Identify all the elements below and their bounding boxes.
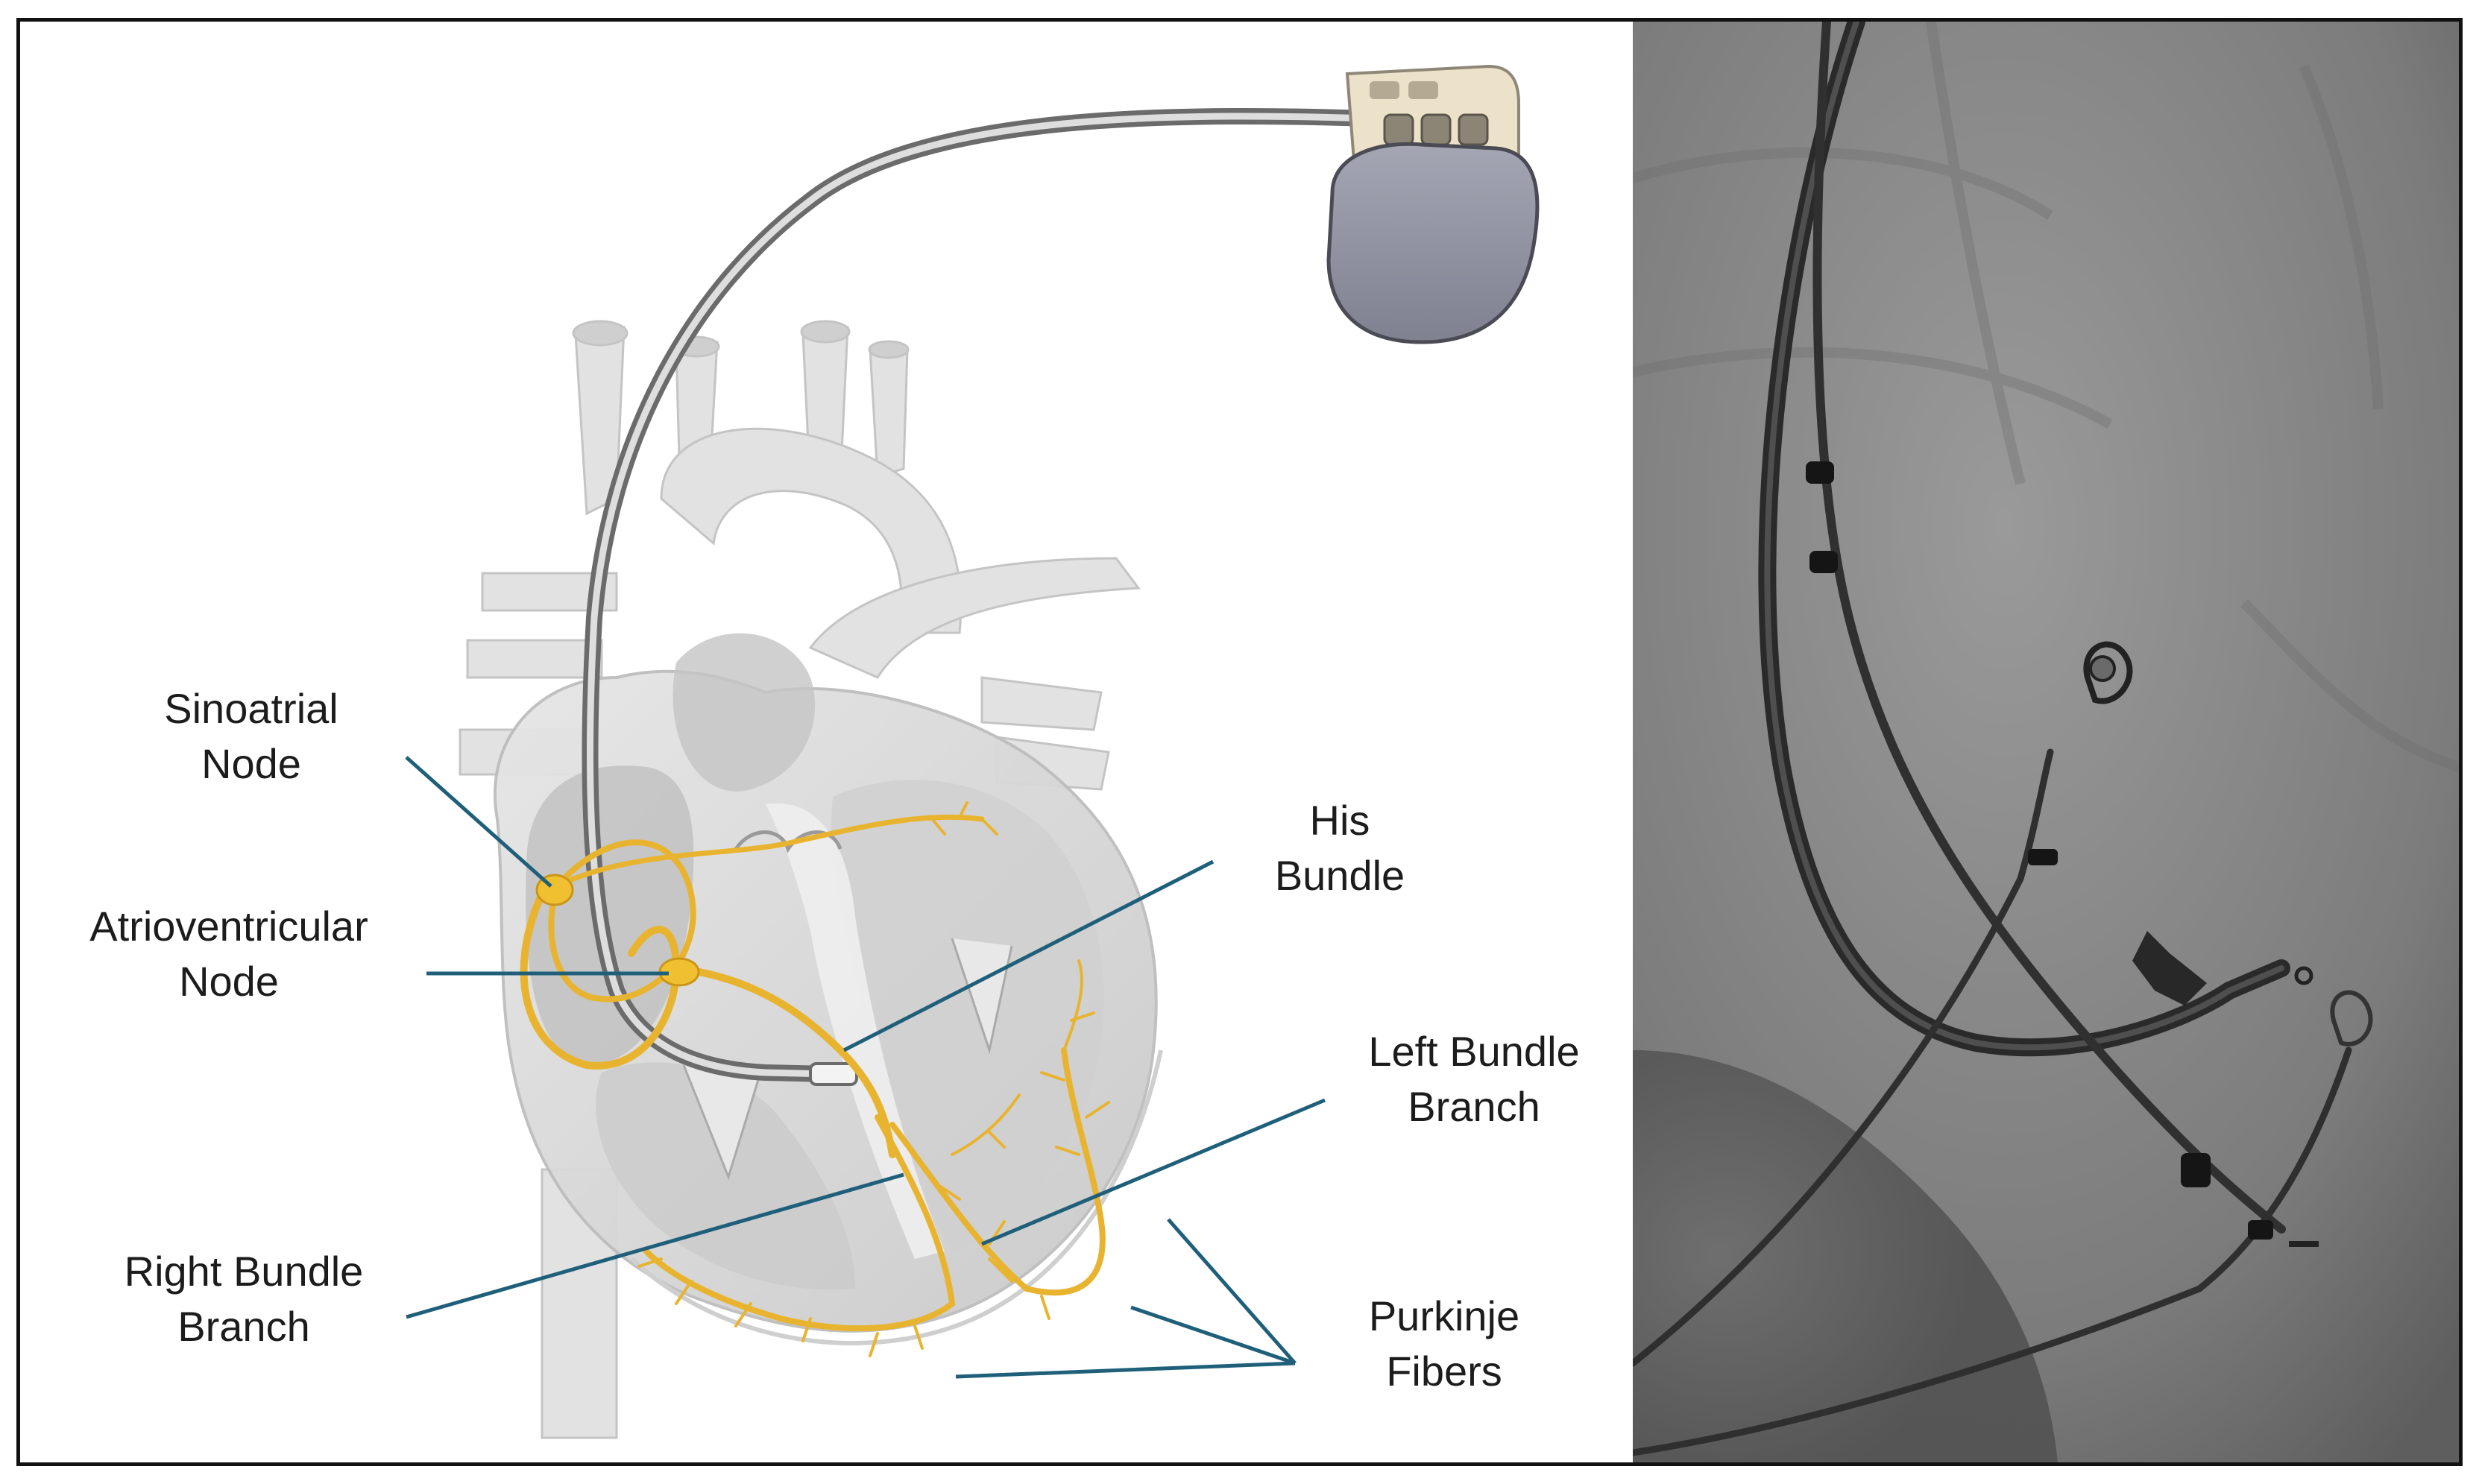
heart-body: [493, 633, 1163, 1345]
lead-tip-electrode: [809, 1062, 858, 1086]
label-left-bundle-branch: Left Bundle Branch: [1368, 1028, 1580, 1130]
figure-frame: Sinoatrial Node Atrioventricular Node Hi…: [16, 18, 2463, 1466]
fluoro-lead-thin: [1633, 748, 2054, 1367]
label-sinoatrial-node: Sinoatrial Node: [164, 685, 338, 787]
fluoroscopy-image: [1633, 22, 2459, 1462]
pacemaker-icon: [1326, 64, 1540, 344]
fluoroscopy-drawing: [1633, 22, 2459, 1462]
label-his-bundle: His Bundle: [1274, 797, 1405, 899]
fluoro-lead-lower: [1633, 1046, 2352, 1456]
label-atrioventricular-node: Atrioventricular Node: [89, 903, 368, 1005]
conduction-system: [520, 801, 1110, 1357]
rib-shadows: [1633, 22, 2459, 772]
fluoro-lead-secondary: [1812, 22, 2286, 1234]
heart-illustration-panel: Sinoatrial Node Atrioventricular Node Hi…: [20, 22, 1633, 1462]
heart-illustration: [405, 64, 1540, 1439]
label-right-bundle-branch: Right Bundle Branch: [124, 1248, 364, 1350]
label-purkinje-fibers: Purkinje Fibers: [1368, 1292, 1520, 1395]
leader-lines: [405, 756, 1326, 1379]
